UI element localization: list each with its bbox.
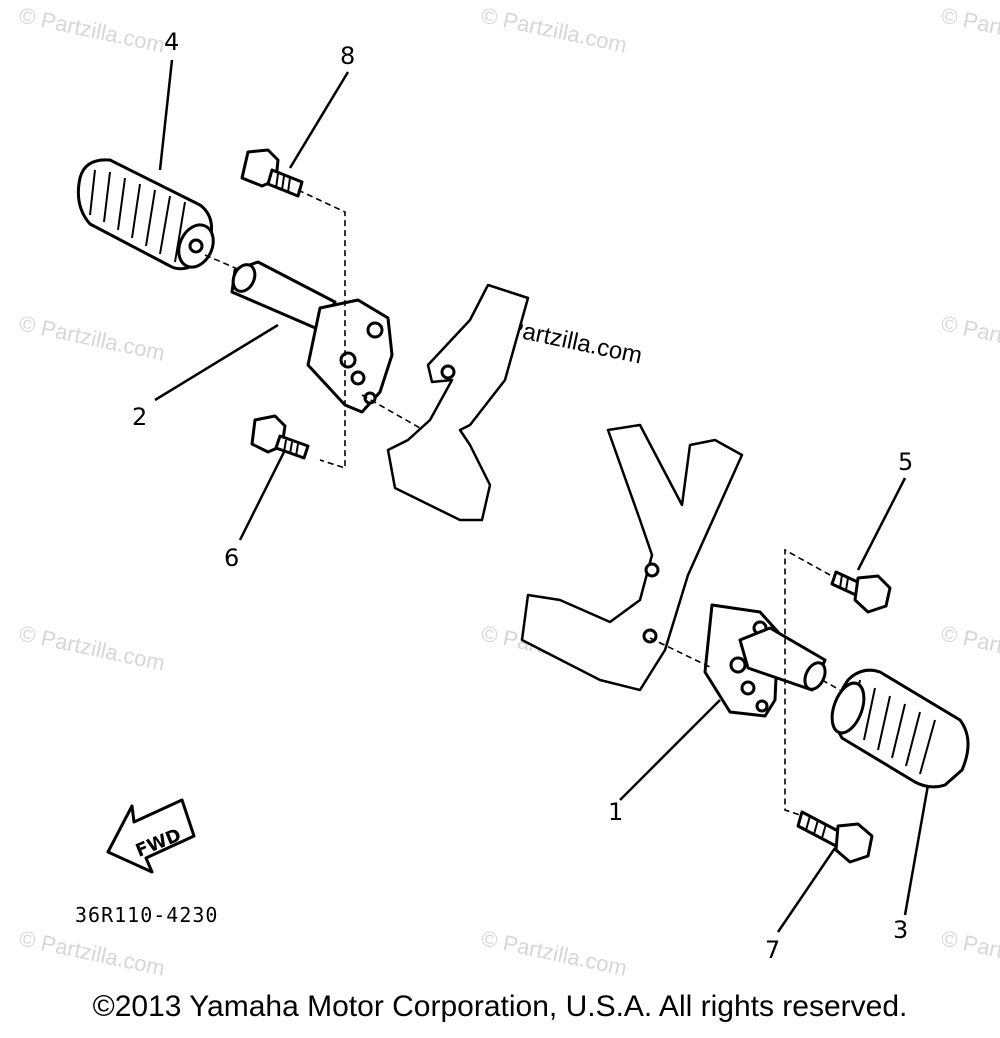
bolt-6-icon <box>250 414 310 460</box>
watermark: © Partzilla.com <box>939 620 1000 675</box>
footrest-rubber-right-icon <box>830 668 970 789</box>
watermark: © Partzilla.com <box>17 620 167 675</box>
frame-right-icon <box>520 423 744 692</box>
watermark: © Partzilla.com <box>479 925 629 980</box>
alignment-line <box>204 254 241 271</box>
leader-line <box>776 847 837 933</box>
part-code: 36R110-4230 <box>75 903 218 927</box>
callout-7: 7 <box>765 936 780 964</box>
bolt-8-icon <box>240 148 304 198</box>
callout-3: 3 <box>893 916 908 944</box>
watermark: © Partzilla.com <box>939 925 1000 980</box>
watermark: © Partzilla.com <box>479 2 629 57</box>
alignment-line <box>784 548 831 816</box>
bolt-7-icon <box>796 810 874 864</box>
footrest-shaft-right-icon <box>738 626 827 692</box>
alignment-line <box>649 637 713 669</box>
alignment-line <box>297 189 346 470</box>
watermark: © Partzilla.com <box>939 310 1000 365</box>
watermark: © Partzilla.com <box>17 925 167 980</box>
callout-1: 1 <box>608 798 623 826</box>
leader-line <box>238 449 287 541</box>
fwd-arrow-icon: FWD <box>106 798 196 874</box>
leader-line <box>903 784 930 916</box>
callout-8: 8 <box>340 42 355 70</box>
watermark: © Partzilla.com <box>939 2 1000 57</box>
copyright-notice: ©2013 Yamaha Motor Corporation, U.S.A. A… <box>92 990 908 1023</box>
leader-line <box>158 59 174 171</box>
footrest-rubber-left-icon <box>76 158 215 271</box>
leader-line <box>619 699 721 801</box>
leader-line <box>856 477 907 571</box>
alignment-line <box>361 394 421 429</box>
callout-4: 4 <box>164 28 179 56</box>
leader-line <box>154 323 279 402</box>
alignment-line <box>821 679 841 691</box>
frame-left-icon <box>386 283 530 522</box>
callout-6: 6 <box>224 544 239 572</box>
leader-line <box>288 71 350 169</box>
callout-5: 5 <box>898 448 913 476</box>
footrest-bracket-left-icon <box>306 298 394 414</box>
watermark: © Partzilla.com <box>17 2 167 57</box>
bolt-5-icon <box>830 570 892 614</box>
callout-2: 2 <box>132 403 147 431</box>
watermark: © Partzilla.com <box>17 310 167 365</box>
